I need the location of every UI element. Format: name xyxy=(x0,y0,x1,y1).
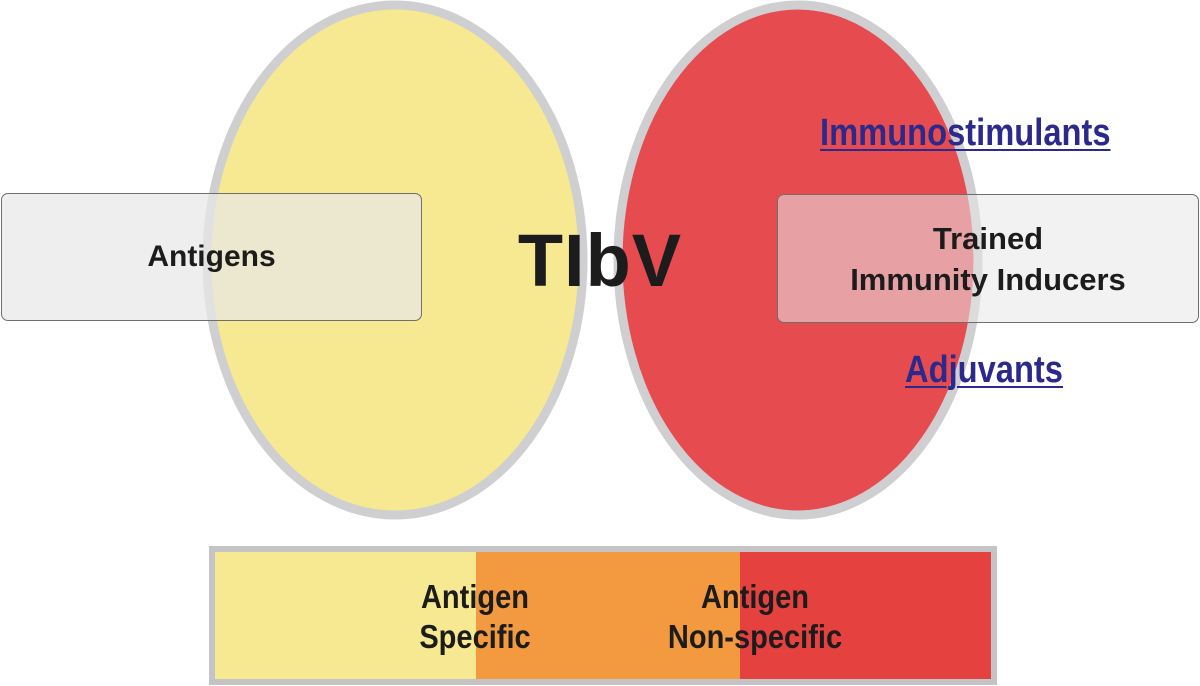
antigen-nonspecific-line2: Non-specific xyxy=(667,618,843,655)
adjuvants-link[interactable]: Adjuvants xyxy=(905,349,1063,391)
antigens-label: Antigens xyxy=(147,240,276,273)
specificity-scale-bar xyxy=(209,546,997,685)
antigen-specific-line2: Specific xyxy=(419,618,531,655)
tibv-center-label: TIbV xyxy=(517,219,683,302)
tii-label-line1: Trained xyxy=(932,220,1044,256)
antigens-box: Antigens xyxy=(1,193,422,321)
antigen-nonspecific-line1: Antigen xyxy=(700,578,810,615)
tii-label-line2: Immunity Inducers xyxy=(850,261,1126,297)
antigen-nonspecific-label: Antigen Non-specific xyxy=(667,577,843,657)
trained-immunity-inducers-box: Trained Immunity Inducers xyxy=(777,194,1199,323)
scale-segment-antigen-specific xyxy=(215,552,476,679)
scale-segment-overlap xyxy=(476,552,740,679)
antigen-specific-line1: Antigen xyxy=(420,578,530,615)
antigen-specific-label: Antigen Antigen Specific xyxy=(409,577,541,657)
scale-segment-non-specific xyxy=(740,552,991,679)
immunostimulants-link[interactable]: Immunostimulants xyxy=(820,112,1111,154)
